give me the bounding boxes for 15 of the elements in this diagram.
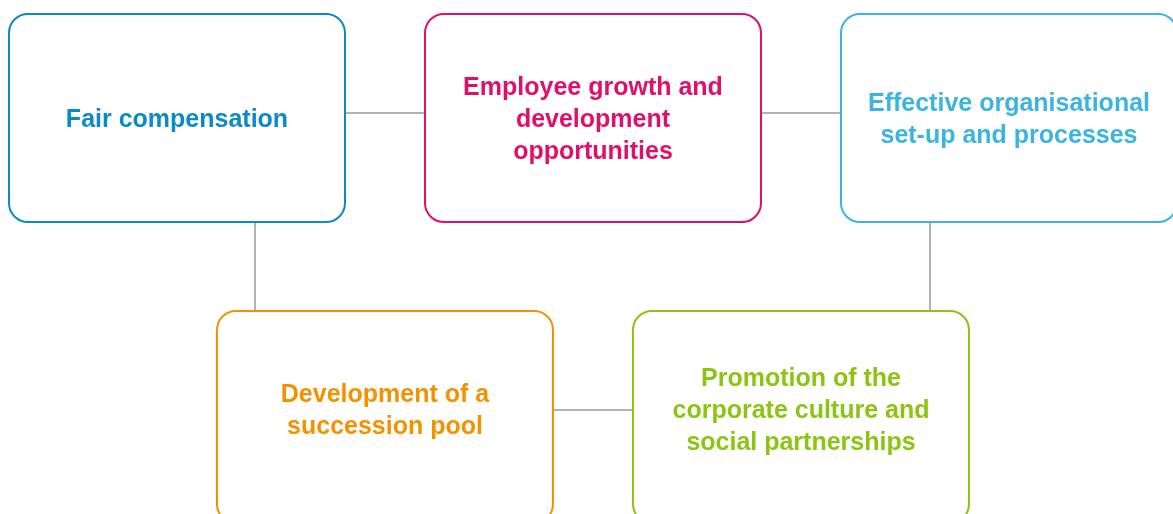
rounded-box — [216, 310, 554, 514]
box-label: Promotion of the corporate culture and social partnerships — [671, 362, 931, 457]
rounded-box — [632, 310, 970, 514]
connector-line — [254, 222, 256, 311]
box-label: Effective organisational set-up and processes — [867, 87, 1151, 150]
rounded-box — [840, 13, 1173, 223]
box-label: Fair compensation — [65, 103, 289, 134]
rounded-box — [8, 13, 346, 223]
connector-line — [345, 112, 425, 114]
box-label: Development of a succession pool — [279, 378, 491, 441]
connector-line — [929, 222, 931, 311]
connector-line — [553, 409, 633, 411]
rounded-box — [424, 13, 762, 223]
connector-line — [761, 112, 841, 114]
box-label: Employee growth and development opportunities — [462, 71, 724, 166]
